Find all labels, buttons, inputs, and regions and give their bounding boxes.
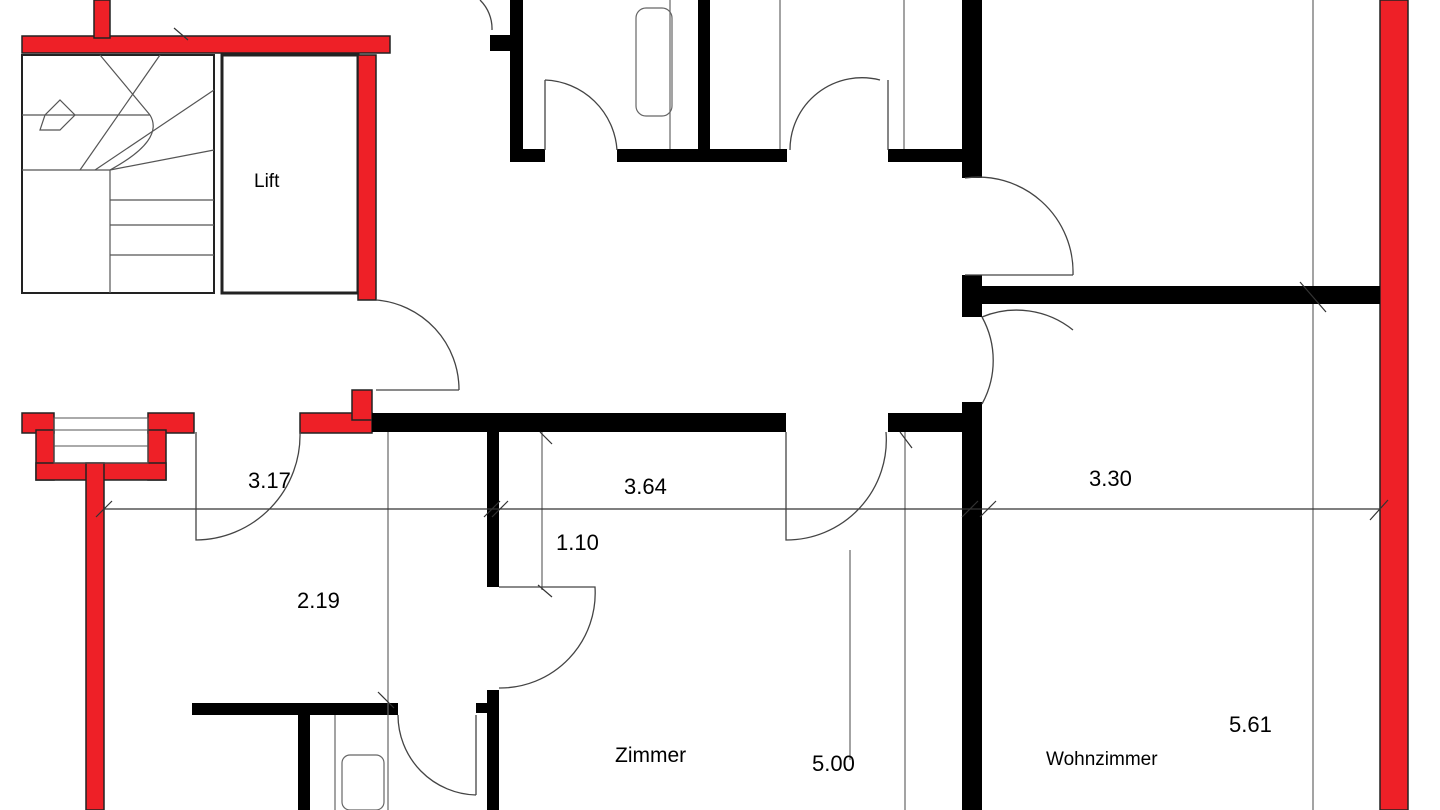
room-label-wohnzimmer: Wohnzimmer [1046, 749, 1158, 770]
dim-label-wohnzimmer-depth: 5.61 [1229, 712, 1272, 737]
dim-label-corridor-width: 3.64 [624, 474, 667, 499]
dimension-line [95, 27, 1389, 709]
staircase [21, 54, 215, 294]
dim-label-passage-width: 1.10 [556, 530, 599, 555]
dim-label-hall-left-depth: 2.19 [297, 588, 340, 613]
dim-label-hall-left-width: 3.17 [248, 468, 291, 493]
dim-label-zimmer-depth: 5.00 [812, 751, 855, 776]
window-bay [53, 417, 149, 464]
fixtures [334, 0, 1314, 810]
interior-walls [192, 0, 1380, 810]
room-label-lift: Lift [254, 171, 280, 192]
dim-label-wohnzimmer-width: 3.30 [1089, 466, 1132, 491]
exterior-walls [21, 0, 1409, 810]
door-swings [195, 0, 1074, 796]
room-label-zimmer: Zimmer [615, 744, 686, 767]
lift-shaft [220, 53, 360, 295]
